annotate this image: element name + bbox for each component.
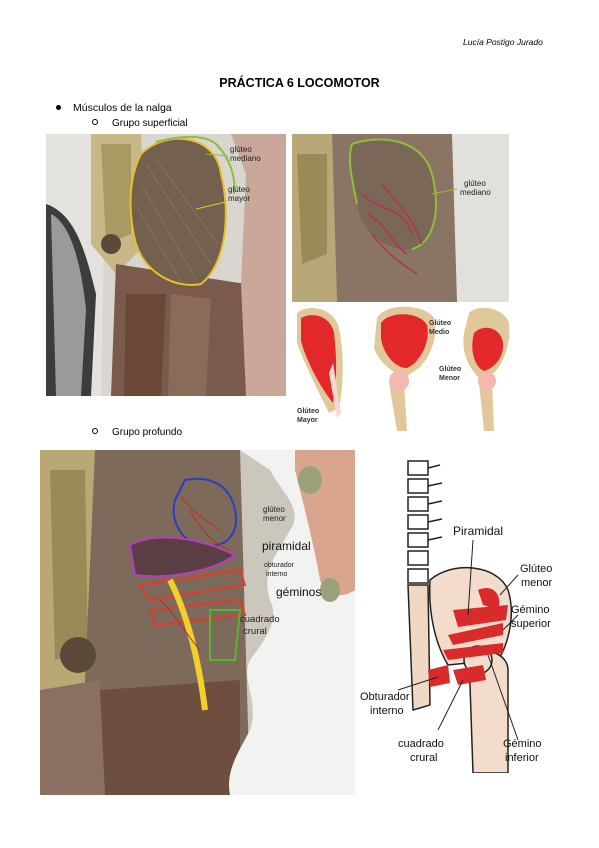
anatomy-photo-3: glúteo menor piramidal obturador interno… [40, 450, 355, 795]
label-gemino-superior-b: superior [511, 618, 551, 630]
label-gluteo-menor-b: menor [263, 514, 286, 523]
label-cuadrado-crural-b: crural [243, 626, 267, 637]
label-gemino-inferior-b: inferior [505, 752, 539, 764]
label-piramidal: piramidal [262, 539, 311, 553]
bullet-text: Músculos de la nalga [73, 102, 172, 114]
figure-gluteus-superficial-photo: glúteo mediano glúteo mayor [46, 134, 286, 396]
label-gluteo-mediano: glúteo [230, 145, 252, 154]
deep-group-illustration: Piramidal Glúteo menor Gémino superior O… [358, 455, 568, 773]
label-gluteo-mayor: Glúteo [297, 408, 319, 415]
figure-deep-group-photo: glúteo menor piramidal obturador interno… [40, 450, 355, 795]
subsection-label: Grupo profundo [112, 427, 183, 438]
label-geminos: géminos [276, 585, 321, 599]
gluteus-illustrations: Glúteo Mayor Glúteo Medio Glúteo Menor [289, 303, 511, 431]
label-gemino-superior: Gémino [511, 604, 550, 616]
label-gluteo-menor: glúteo [263, 505, 285, 514]
subsection-label: Grupo superficial [112, 118, 188, 129]
label-gemino-inferior: Gémino [503, 738, 542, 750]
circle-bullet-icon [92, 428, 98, 435]
label-gluteo-mayor: glúteo [228, 185, 250, 194]
label-gluteo-mediano: glúteo [464, 179, 486, 188]
bullet-muscles: Músculos de la nalga [56, 102, 172, 114]
subsection-deep: Grupo profundo [92, 427, 182, 438]
label-cuadrado-crural-b: crural [410, 752, 438, 764]
label-obturador-interno-b: interno [266, 571, 288, 578]
label-gluteo-mayor-b: mayor [228, 194, 251, 203]
subsection-superficial: Grupo superficial [92, 118, 188, 129]
label-piramidal: Piramidal [453, 524, 503, 538]
author-name: Lucía Postigo Jurado [463, 37, 543, 47]
label-gluteo-menor-b: Menor [439, 375, 460, 382]
label-gluteo-mediano-b: mediano [460, 188, 491, 197]
label-gluteo-menor-b: menor [521, 577, 553, 589]
label-gluteo-menor: Glúteo [439, 366, 461, 373]
page-title: PRÁCTICA 6 LOCOMOTOR [219, 76, 380, 90]
figure-deep-group-illustration: Piramidal Glúteo menor Gémino superior O… [358, 455, 568, 773]
label-cuadrado-crural: cuadrado [240, 614, 280, 625]
figure-gluteus-medius-photo: glúteo mediano [292, 134, 509, 302]
anatomy-photo-1: glúteo mediano glúteo mayor [46, 134, 286, 396]
label-gluteo-medio: Glúteo [429, 320, 451, 327]
figure-gluteus-illustrations: Glúteo Mayor Glúteo Medio Glúteo Menor [289, 303, 511, 431]
label-obturador-interno: Obturador [360, 691, 410, 703]
anatomy-photo-2: glúteo mediano [292, 134, 509, 302]
label-gluteo-medio-b: Medio [429, 329, 449, 336]
label-obturador-interno: obturador [264, 562, 295, 569]
label-gluteo-mayor-b: Mayor [297, 417, 318, 424]
label-cuadrado-crural: cuadrado [398, 738, 444, 750]
bullet-icon [56, 104, 61, 110]
label-obturador-interno-b: interno [370, 705, 404, 717]
circle-bullet-icon [92, 119, 98, 126]
label-gluteo-menor: Glúteo [520, 563, 552, 575]
label-gluteo-mediano-b: mediano [230, 154, 261, 163]
